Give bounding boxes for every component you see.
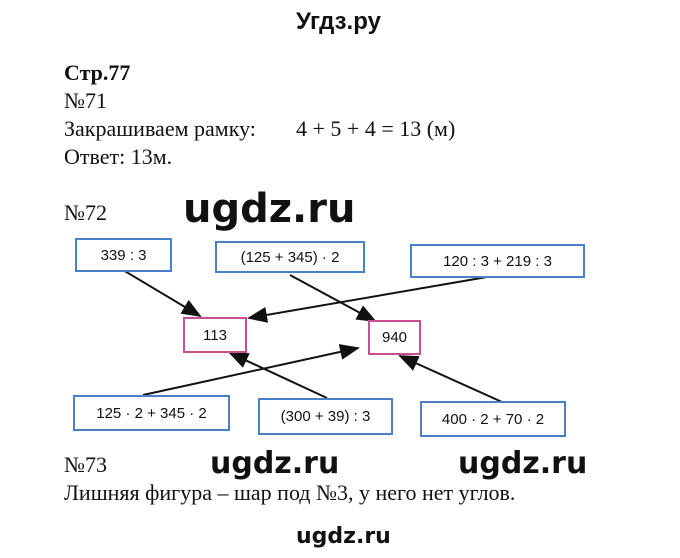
expr-box: 400 · 2 + 70 · 2 [420, 401, 566, 437]
expr-box: 339 : 3 [75, 238, 172, 272]
ex71-expression: 4 + 5 + 4 = 13 (м) [296, 116, 456, 141]
watermark: ugdz.ru [296, 524, 391, 549]
watermark: ugdz.ru [458, 446, 588, 481]
arrow [247, 276, 488, 323]
ex72-number: №72 [64, 200, 107, 225]
arrow [228, 352, 328, 399]
expr-box: 125 · 2 + 345 · 2 [73, 395, 230, 431]
watermark: ugdz.ru [210, 446, 340, 481]
result-box: 940 [368, 320, 421, 355]
arrow [122, 269, 202, 318]
ex73-text: Лишняя фигура – шар под №3, у него нет у… [64, 480, 516, 505]
page-number: Стр.77 [64, 60, 131, 85]
site-title: Угдз.ру [296, 8, 381, 35]
ex71-number: №71 [64, 88, 107, 113]
arrow [142, 344, 360, 396]
result-box: 113 [183, 317, 247, 353]
ex71-answer: Ответ: 13м. [64, 144, 173, 169]
arrow [398, 355, 503, 403]
ex71-line: Закрашиваем рамку: [64, 116, 256, 141]
arrow [289, 274, 377, 322]
expr-box: (300 + 39) : 3 [258, 398, 393, 435]
expr-box: 120 : 3 + 219 : 3 [410, 244, 585, 278]
watermark: ugdz.ru [183, 186, 356, 232]
expr-box: (125 + 345) · 2 [215, 241, 365, 273]
ex73-number: №73 [64, 452, 107, 477]
